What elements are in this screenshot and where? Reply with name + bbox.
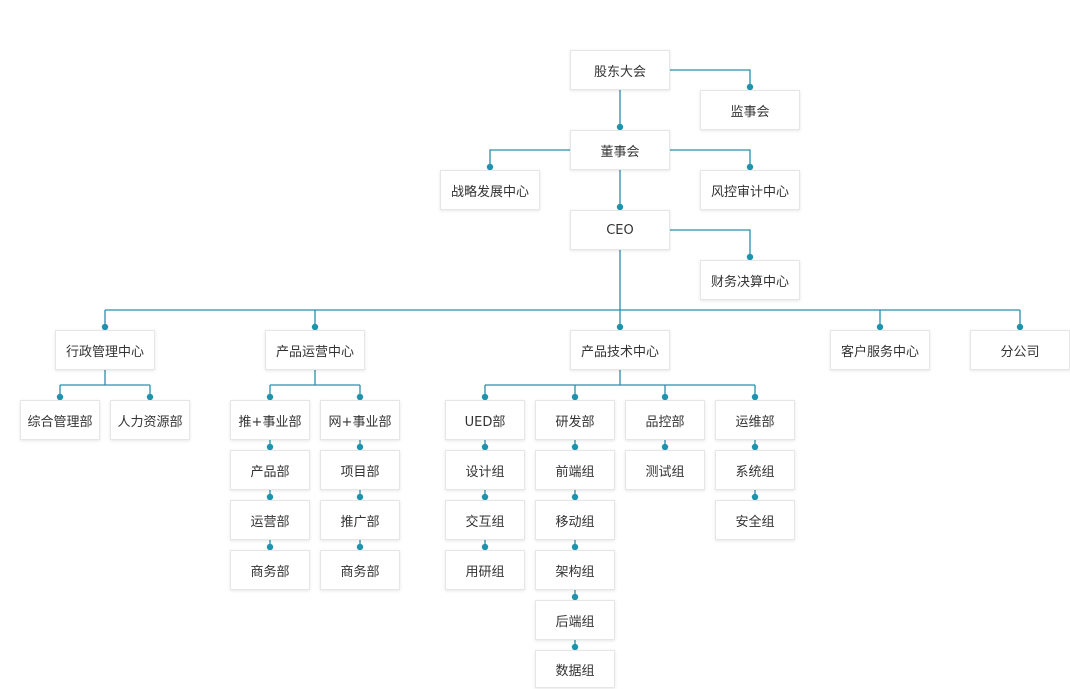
node-wang-project-dept[interactable]: 项目部 xyxy=(320,450,400,490)
node-ued-design-group[interactable]: 设计组 xyxy=(445,450,525,490)
link-to-customer-center-dot xyxy=(876,323,884,331)
link-to-branch-dot xyxy=(1016,323,1024,331)
link-board-to-risk xyxy=(670,149,751,167)
link-ceo-trunk-dot xyxy=(616,323,624,331)
link-chain-rd-3-dot xyxy=(571,543,579,551)
link-chain-wang-3-dot xyxy=(356,543,364,551)
link-to-admin-center-dot xyxy=(101,323,109,331)
node-ued-research-group[interactable]: 用研组 xyxy=(445,550,525,590)
link-chain-ops-2-dot xyxy=(751,493,759,501)
link-to-operation-center-dot xyxy=(311,323,319,331)
node-admin-center[interactable]: 行政管理中心 xyxy=(55,330,155,370)
node-ued-interaction-group[interactable]: 交互组 xyxy=(445,500,525,540)
link-chain-ued-1-dot xyxy=(481,443,489,451)
link-chain-rd-2-dot xyxy=(571,493,579,501)
link-to-general-dept-dot xyxy=(56,393,64,401)
link-board-to-ceo-dot xyxy=(616,203,624,211)
link-board-to-strategy-dot xyxy=(486,163,494,171)
link-to-ued-dot xyxy=(481,393,489,401)
node-shareholders-meeting[interactable]: 股东大会 xyxy=(570,50,670,90)
link-chain-tui-1-dot xyxy=(266,443,274,451)
node-board-of-directors[interactable]: 董事会 xyxy=(570,130,670,170)
link-to-hr-dept-dot xyxy=(146,393,154,401)
node-backend-group[interactable]: 后端组 xyxy=(535,600,615,640)
node-mobile-group[interactable]: 移动组 xyxy=(535,500,615,540)
node-tui-operation-dept[interactable]: 运营部 xyxy=(230,500,310,540)
node-testing-group[interactable]: 测试组 xyxy=(625,450,705,490)
node-general-management-dept[interactable]: 综合管理部 xyxy=(20,400,100,440)
node-rd-dept[interactable]: 研发部 xyxy=(535,400,615,440)
link-shareholders-to-supervisory-dot xyxy=(746,83,754,91)
node-tui-business-unit[interactable]: 推+事业部 xyxy=(230,400,310,440)
node-qa-dept[interactable]: 品控部 xyxy=(625,400,705,440)
link-to-rd-dot xyxy=(571,393,579,401)
link-chain-tui-3-dot xyxy=(266,543,274,551)
link-chain-ued-3-dot xyxy=(481,543,489,551)
node-tui-business-dept[interactable]: 商务部 xyxy=(230,550,310,590)
link-board-to-strategy xyxy=(489,149,570,167)
link-shareholders-to-board-dot xyxy=(616,123,624,131)
node-hr-dept[interactable]: 人力资源部 xyxy=(110,400,190,440)
link-to-qa-dot xyxy=(661,393,669,401)
link-to-ops-dot xyxy=(751,393,759,401)
link-chain-ops-1-dot xyxy=(751,443,759,451)
node-ued-dept[interactable]: UED部 xyxy=(445,400,525,440)
link-chain-rd-4-dot xyxy=(571,593,579,601)
link-chain-rd-5-dot xyxy=(571,643,579,651)
link-to-wang-dot xyxy=(356,393,364,401)
node-supervisory-board[interactable]: 监事会 xyxy=(700,90,800,130)
node-ceo[interactable]: CEO xyxy=(570,210,670,250)
node-finance-center[interactable]: 财务决算中心 xyxy=(700,260,800,300)
node-architecture-group[interactable]: 架构组 xyxy=(535,550,615,590)
node-product-tech-center[interactable]: 产品技术中心 xyxy=(570,330,670,370)
node-product-operation-center[interactable]: 产品运营中心 xyxy=(265,330,365,370)
node-data-group[interactable]: 数据组 xyxy=(535,650,615,688)
link-shareholders-to-supervisory xyxy=(670,69,751,87)
node-wang-business-unit[interactable]: 网+事业部 xyxy=(320,400,400,440)
node-wang-business-dept[interactable]: 商务部 xyxy=(320,550,400,590)
link-ceo-to-finance xyxy=(670,229,751,257)
node-frontend-group[interactable]: 前端组 xyxy=(535,450,615,490)
node-strategy-development-center[interactable]: 战略发展中心 xyxy=(440,170,540,210)
link-ceo-to-finance-dot xyxy=(746,253,754,261)
link-chain-wang-2-dot xyxy=(356,493,364,501)
node-tui-product-dept[interactable]: 产品部 xyxy=(230,450,310,490)
node-system-group[interactable]: 系统组 xyxy=(715,450,795,490)
node-ops-dept[interactable]: 运维部 xyxy=(715,400,795,440)
link-chain-rd-1-dot xyxy=(571,443,579,451)
link-chain-ued-2-dot xyxy=(481,493,489,501)
node-branch-company[interactable]: 分公司 xyxy=(970,330,1070,370)
node-customer-service-center[interactable]: 客户服务中心 xyxy=(830,330,930,370)
link-to-tui-dot xyxy=(266,393,274,401)
link-board-to-risk-dot xyxy=(746,163,754,171)
node-wang-promotion-dept[interactable]: 推广部 xyxy=(320,500,400,540)
node-risk-audit-center[interactable]: 风控审计中心 xyxy=(700,170,800,210)
link-chain-qa-1-dot xyxy=(661,443,669,451)
node-security-group[interactable]: 安全组 xyxy=(715,500,795,540)
link-chain-wang-1-dot xyxy=(356,443,364,451)
link-chain-tui-2-dot xyxy=(266,493,274,501)
